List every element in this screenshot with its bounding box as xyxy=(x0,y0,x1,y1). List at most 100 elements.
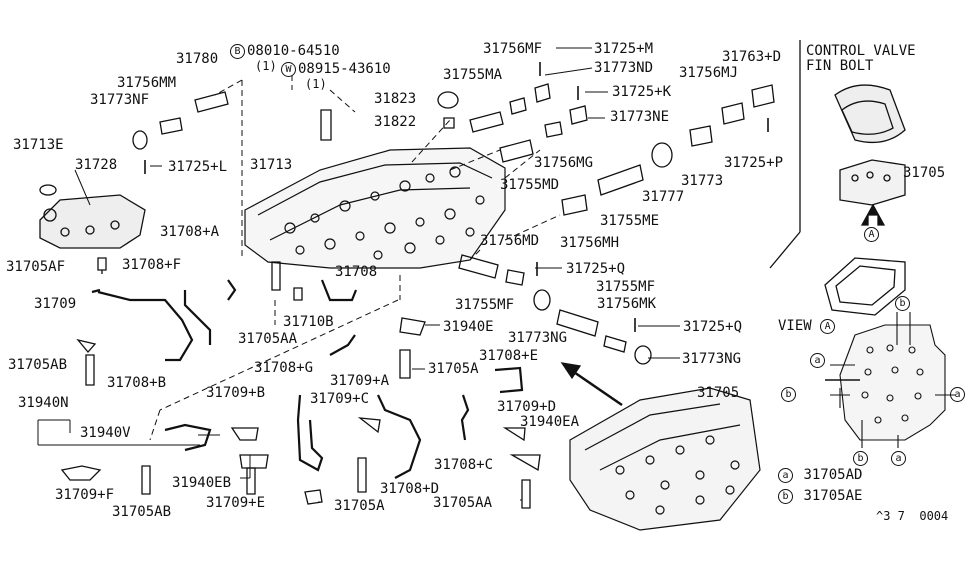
label-31705-right: 31705 xyxy=(903,165,946,181)
label-31725Q-top: 31725+Q xyxy=(566,261,626,277)
label-31823: 31823 xyxy=(374,91,417,107)
label-31713: 31713 xyxy=(250,157,293,173)
label-31773: 31773 xyxy=(681,173,724,189)
label-31709C: 31709+C xyxy=(310,391,370,407)
label-31708A: 31708+A xyxy=(160,224,220,240)
label-31940EA: 31940EA xyxy=(520,414,580,430)
label-31725P: 31725+P xyxy=(724,155,784,171)
label-31725Q-mid: 31725+Q xyxy=(683,319,743,335)
label-31940E: 31940E xyxy=(443,319,494,335)
view-badge: A xyxy=(820,319,836,334)
label-31940N: 31940N xyxy=(18,395,69,411)
label-31756MK: 31756MK xyxy=(597,296,657,312)
header-line-2: FIN BOLT xyxy=(806,58,874,74)
label-31709E: 31709+E xyxy=(206,495,266,511)
legend-b: b 31705AE xyxy=(778,489,862,504)
label-31705AA-bot: 31705AA xyxy=(433,495,493,511)
label-31756MJ: 31756MJ xyxy=(679,65,739,81)
label-31756MH: 31756MH xyxy=(560,235,620,251)
marker-b-top: b xyxy=(895,296,912,311)
spec-code-w-qty: (1) xyxy=(305,77,327,91)
label-31708F: 31708+F xyxy=(122,257,182,273)
label-31756MM: 31756MM xyxy=(117,75,177,91)
label-31777: 31777 xyxy=(642,189,685,205)
label-31755MF-right: 31755MF xyxy=(596,279,656,295)
label-31728: 31728 xyxy=(75,157,118,173)
legend-a-part: 31705AD xyxy=(803,467,863,483)
brackets xyxy=(60,317,541,505)
legend-a: a 31705AD xyxy=(778,468,862,483)
label-31773NG-left: 31773NG xyxy=(508,330,568,346)
label-31755MF-left: 31755MF xyxy=(455,297,515,313)
guide-lines xyxy=(149,75,561,441)
label-31709: 31709 xyxy=(34,296,77,312)
badge-w: W xyxy=(281,62,296,77)
label-31705AB-bot: 31705AB xyxy=(112,504,172,520)
legend-b-part: 31705AE xyxy=(803,488,863,504)
label-31708B: 31708+B xyxy=(107,375,167,391)
label-31725M: 31725+M xyxy=(594,41,654,57)
label-31725K: 31725+K xyxy=(612,84,672,100)
badge-a-right: a xyxy=(950,387,965,402)
label-31940EB: 31940EB xyxy=(172,475,232,491)
view-a-title: VIEW A xyxy=(778,319,837,334)
label-31755ME: 31755ME xyxy=(600,213,660,229)
marker-a-right: a xyxy=(950,387,967,402)
footer-ref: ^3 7 0004 xyxy=(876,509,949,523)
bolts xyxy=(85,109,531,509)
label-31773NG-right: 31773NG xyxy=(682,351,742,367)
label-31756MF-top: 31756MF xyxy=(483,41,543,57)
label-31710B: 31710B xyxy=(283,314,334,330)
marker-a-bottom: a xyxy=(891,451,908,466)
label-31709B: 31709+B xyxy=(206,385,266,401)
pointer-arrow xyxy=(567,366,623,407)
spec-code-b-value: 08010-64510 xyxy=(247,43,340,59)
label-31780: 31780 xyxy=(176,51,219,67)
marker-a-left: a xyxy=(810,353,827,368)
label-31756MG: 31756MG xyxy=(534,155,594,171)
header-line-1: CONTROL VALVE xyxy=(806,43,916,59)
label-31709F: 31709+F xyxy=(55,487,115,503)
spec-code-w-value: 08915-43610 xyxy=(298,61,391,77)
marker-b-left: b xyxy=(781,387,798,402)
section-divider xyxy=(769,231,801,269)
label-31773ND: 31773ND xyxy=(594,60,654,76)
fin-bolt-figure xyxy=(824,84,906,316)
filter-31728 xyxy=(39,194,146,249)
label-31756MD: 31756MD xyxy=(480,233,540,249)
arrow-view-badge: A xyxy=(864,227,881,242)
legend-a-badge: a xyxy=(778,468,793,483)
legend-b-badge: b xyxy=(778,489,793,504)
badge-b-top: b xyxy=(895,296,910,311)
badge-a-arrow: A xyxy=(864,227,879,242)
label-31725L: 31725+L xyxy=(168,159,228,175)
label-31940V: 31940V xyxy=(80,425,131,441)
label-31755MD: 31755MD xyxy=(500,177,560,193)
label-31708D: 31708+D xyxy=(380,481,440,497)
label-31709A: 31709+A xyxy=(330,373,390,389)
marker-b-bottom: b xyxy=(853,451,870,466)
label-31773NE: 31773NE xyxy=(610,109,670,125)
label-31708: 31708 xyxy=(335,264,378,280)
badge-a-left: a xyxy=(810,353,825,368)
label-31708C: 31708+C xyxy=(434,457,494,473)
view-a-schematic xyxy=(825,312,955,448)
valve-body-31713 xyxy=(244,147,506,269)
spool-valves xyxy=(132,83,775,365)
spec-code-b-qty: (1) xyxy=(255,59,277,73)
label-31713E: 31713E xyxy=(13,137,64,153)
label-31705A-bot: 31705A xyxy=(334,498,385,514)
label-31705AB-mid: 31705AB xyxy=(8,357,68,373)
badge-a-bottom: a xyxy=(891,451,906,466)
valve-assembly-31705 xyxy=(569,387,761,531)
oring-31713E xyxy=(39,184,57,196)
label-31708E: 31708+E xyxy=(479,348,539,364)
label-31705AF: 31705AF xyxy=(6,259,66,275)
label-31708G: 31708+G xyxy=(254,360,314,376)
view-label: VIEW xyxy=(778,318,812,334)
badge-b: B xyxy=(230,44,245,59)
